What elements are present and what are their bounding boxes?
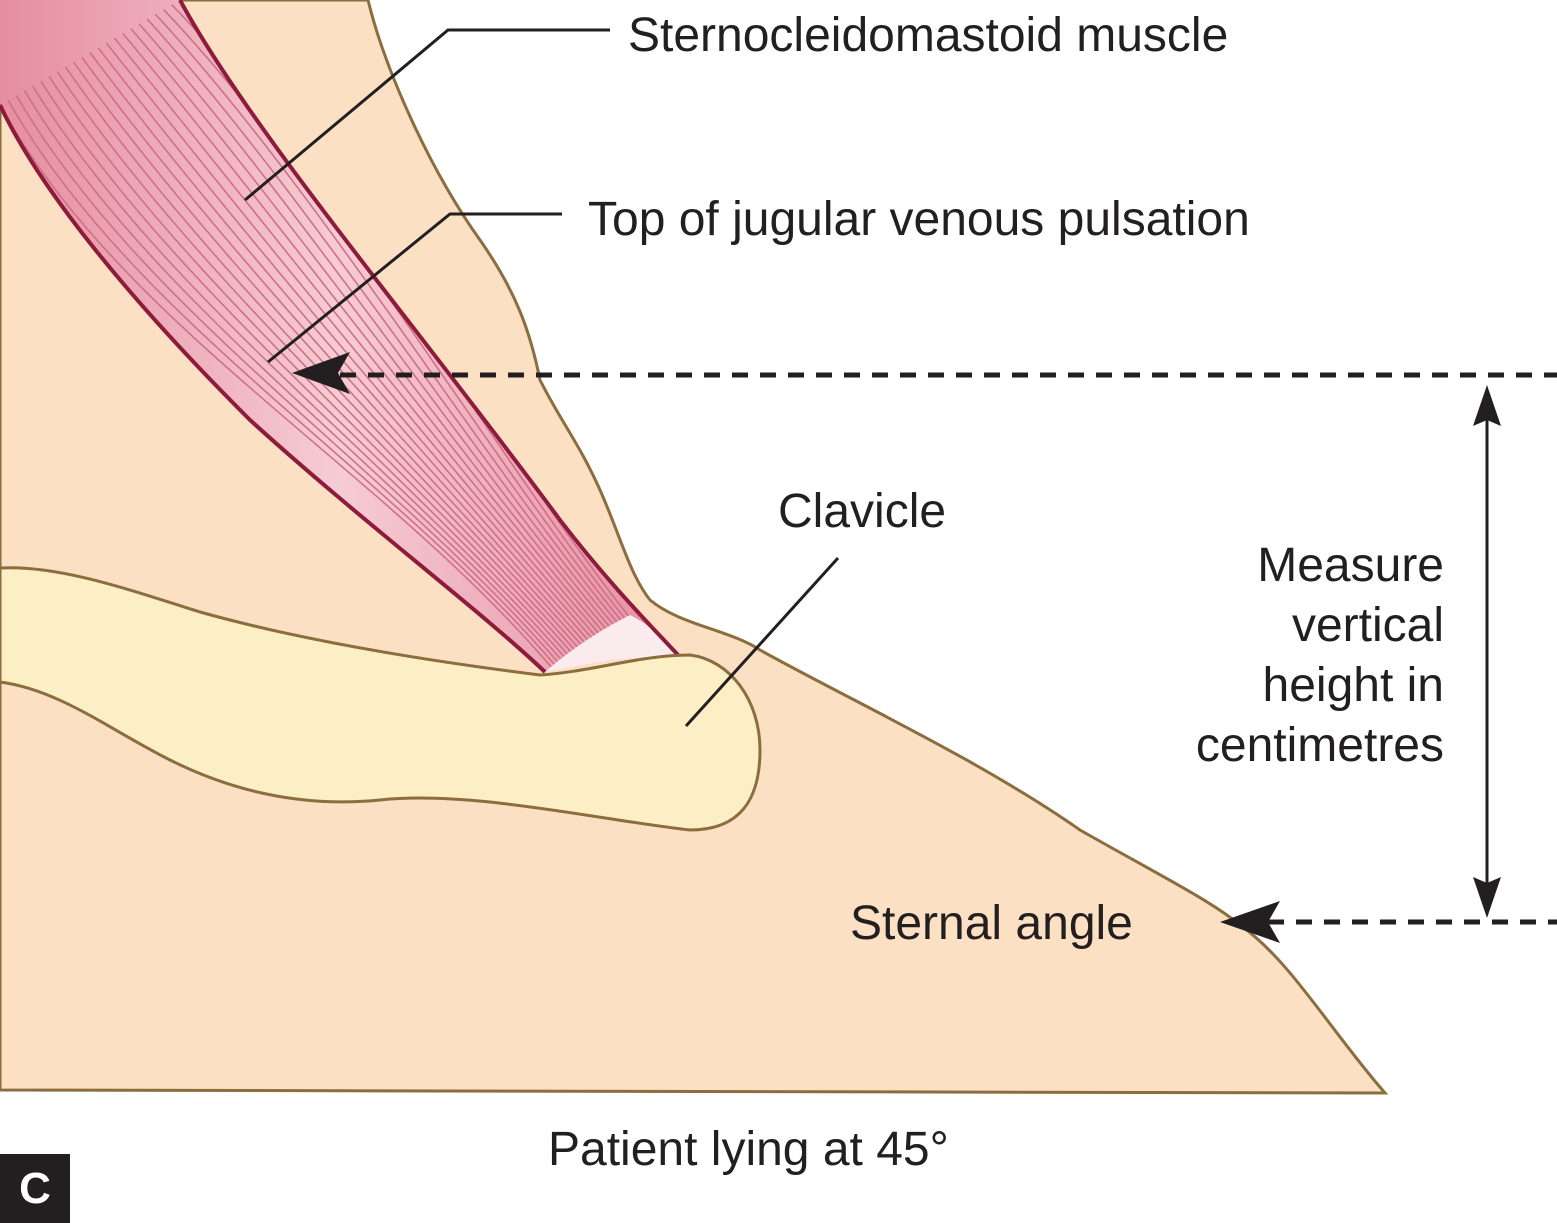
leader-lines [244, 28, 840, 728]
label-jugular-venous-pulsation: Top of jugular venous pulsation [588, 193, 1250, 246]
muscle-fiber-line [154, 13, 648, 659]
figure-caption: Patient lying at 45° [548, 1123, 949, 1176]
jvp-arrowhead [292, 352, 350, 394]
measure-line-2: vertical [1291, 599, 1444, 652]
muscle-fiber-line [0, 104, 553, 669]
muscle-fiber-line [7, 99, 558, 668]
measure-line-4: centimetres [1195, 719, 1444, 772]
panel-letter-badge: C [0, 1154, 70, 1223]
dashed-guides [340, 372, 1557, 925]
muscle-fiber-line [130, 28, 633, 660]
measure-line-1: Measure [1257, 539, 1444, 592]
muscle-fiber-line [40, 80, 578, 666]
vertical-measure-arrow [1473, 385, 1501, 918]
muscle-fiber-line [138, 23, 638, 660]
muscle-fiber-line [15, 95, 563, 668]
muscle-fiber-line [122, 32, 628, 661]
measure-line-3: height in [1262, 659, 1444, 712]
leader-clavicle [684, 556, 840, 728]
muscle-fiber-line [89, 52, 608, 663]
muscle-fiber-line [23, 90, 568, 667]
label-clavicle: Clavicle [778, 485, 947, 538]
leader-sternocleidomastoid [244, 28, 610, 202]
label-sternocleidomastoid: Sternocleidomastoid muscle [628, 9, 1229, 62]
muscle-fiber-line [146, 18, 643, 659]
sternal-arrowhead [1220, 901, 1280, 943]
muscle-fiber-line [105, 42, 618, 662]
label-sternal-angle: Sternal angle [850, 897, 1133, 950]
tendon [545, 615, 678, 672]
clavicle-bone [0, 566, 762, 832]
label-measure-vertical-height: Measure vertical height in centimetres [1100, 536, 1444, 776]
muscle-fiber-line [32, 85, 573, 667]
leader-jugular [267, 212, 562, 364]
muscle-fiber-line [113, 37, 623, 661]
muscle-fiber-line [97, 47, 613, 662]
